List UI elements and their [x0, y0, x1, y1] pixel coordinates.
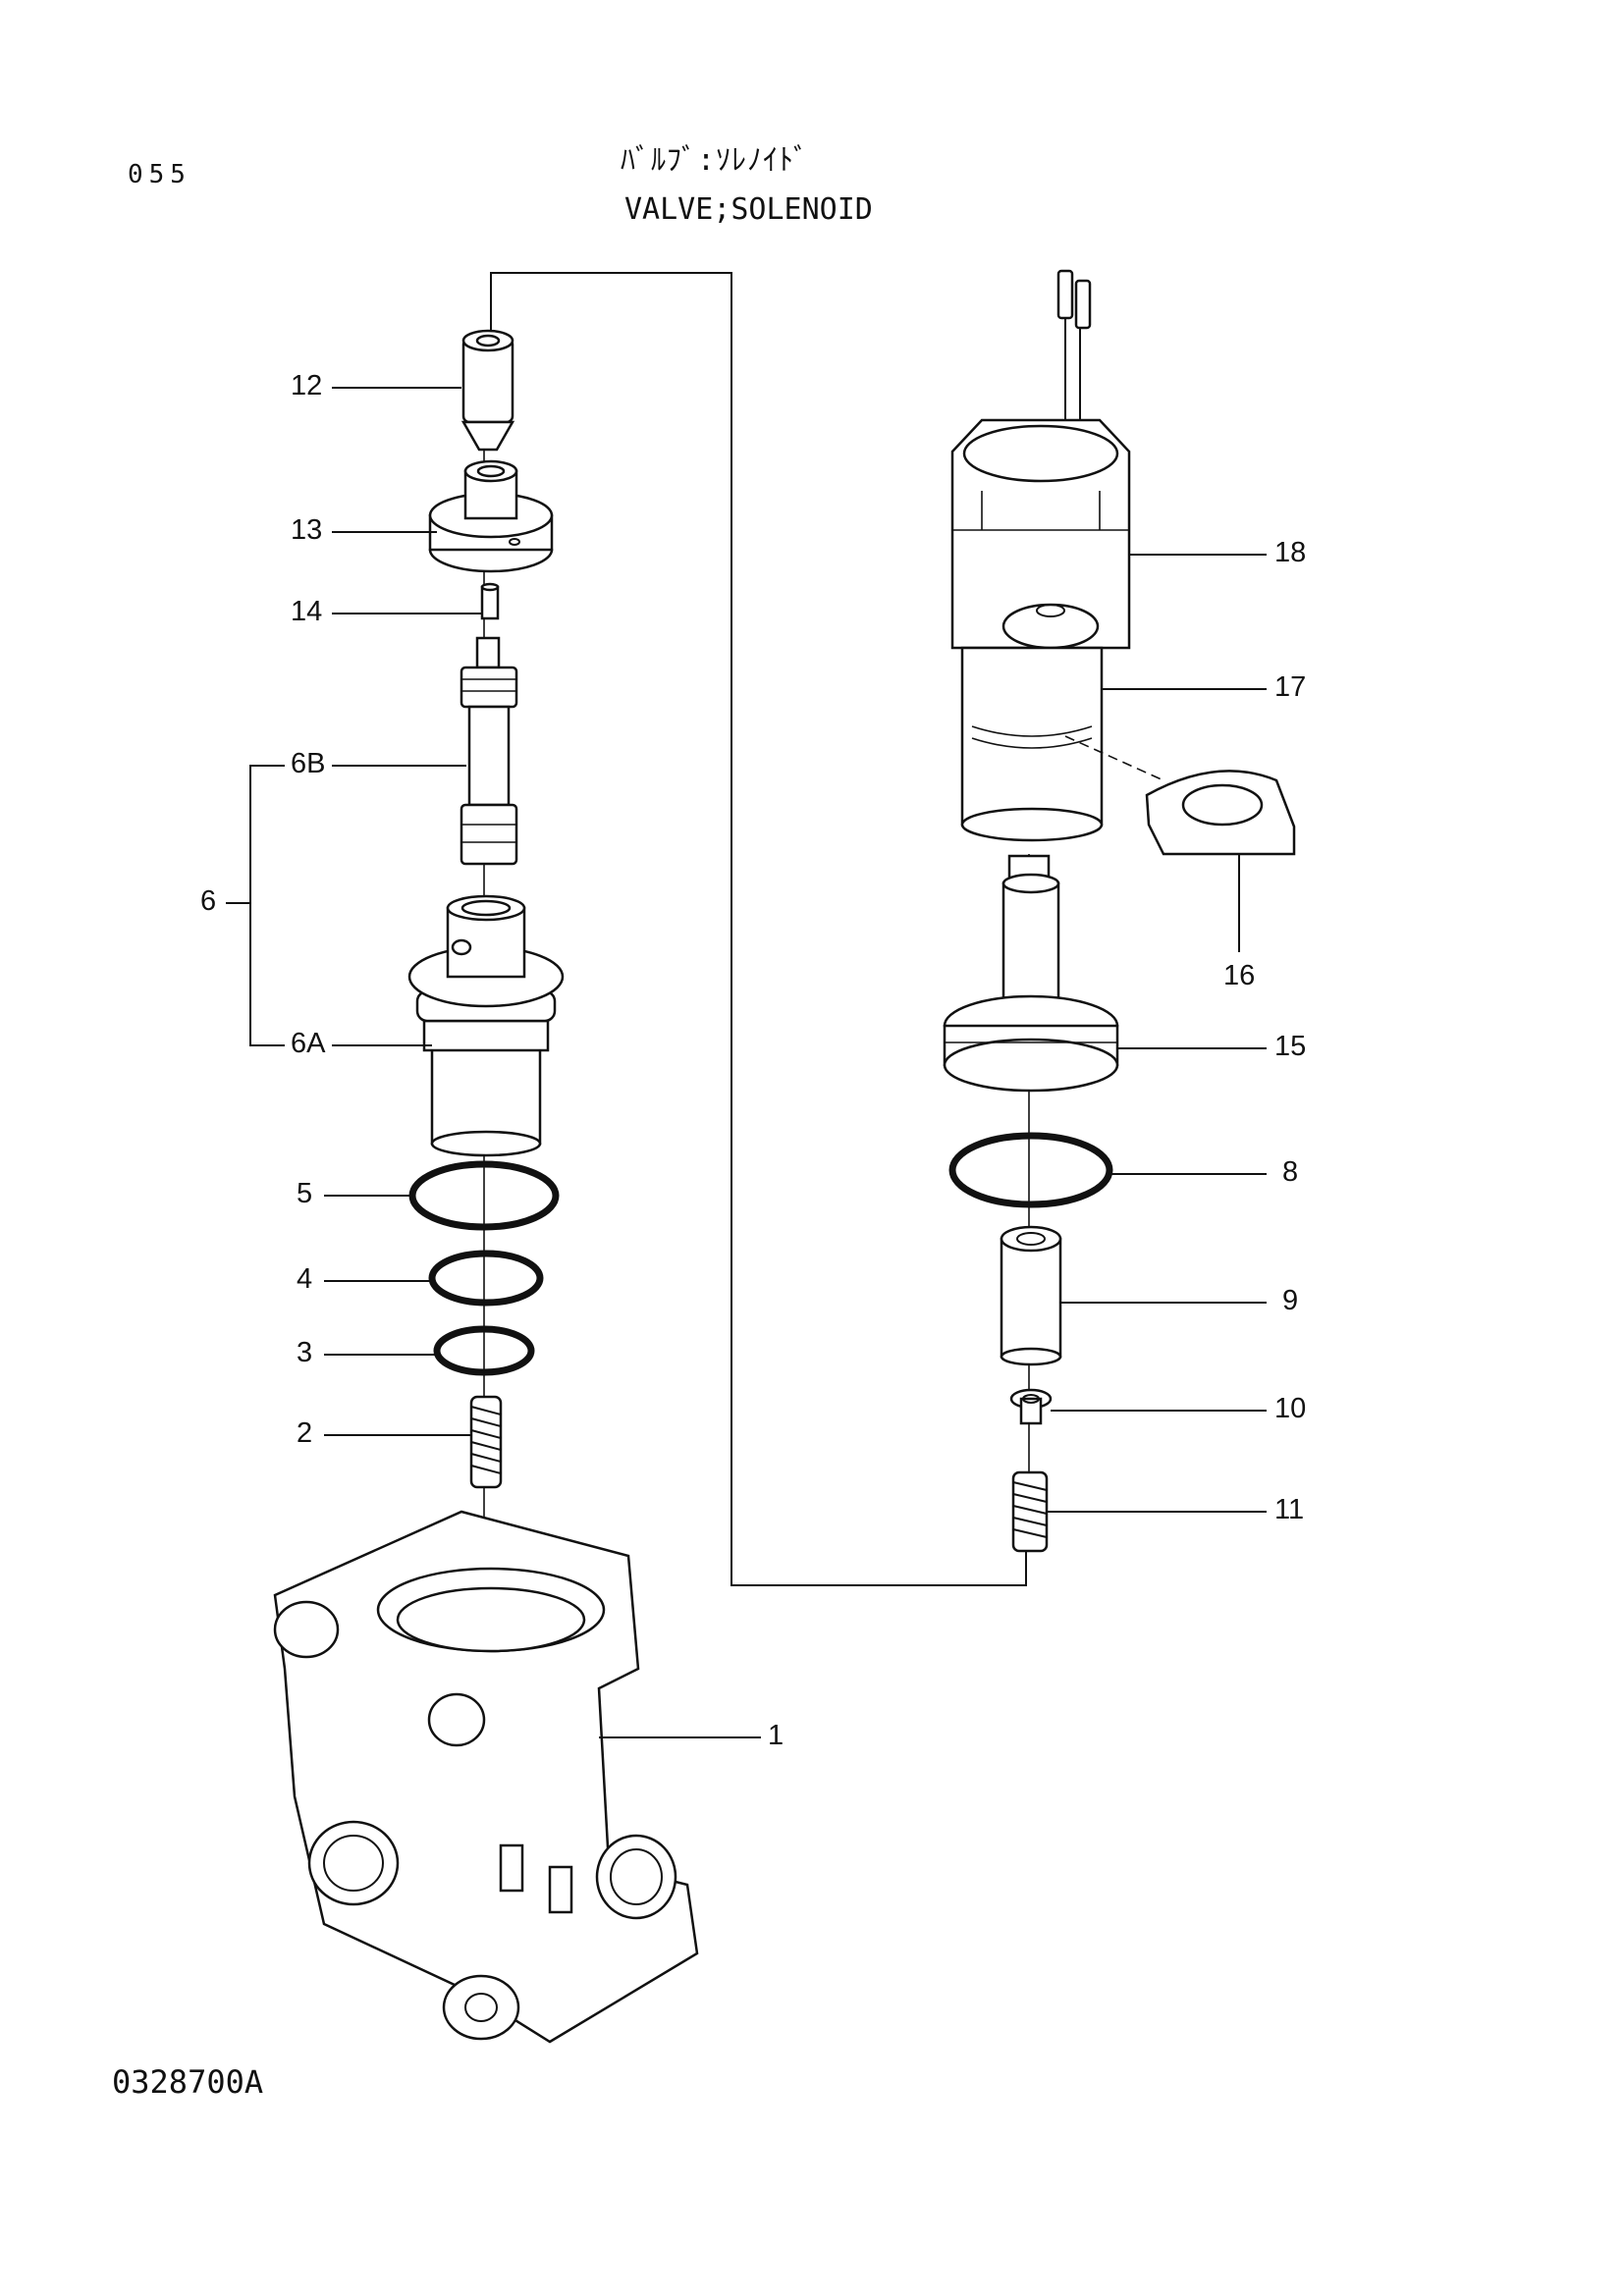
callout-5: 5 [297, 1178, 313, 1209]
part-9-cylinder [1000, 1225, 1062, 1366]
callout-14: 14 [291, 596, 323, 627]
callout-6: 6 [200, 885, 217, 917]
callout-3: 3 [297, 1337, 313, 1368]
part-8-o-ring [948, 1132, 1113, 1208]
part-6b-spool [460, 636, 518, 866]
title-english: VALVE;SOLENOID [624, 192, 873, 227]
callout-17: 17 [1274, 671, 1307, 703]
title-japanese: ﾊﾞﾙﾌﾞ:ｿﾚﾉｲﾄﾞ [621, 143, 810, 178]
part-15-sleeve [943, 854, 1119, 1093]
callout-4: 4 [297, 1263, 313, 1295]
part-6a-housing [407, 894, 565, 1157]
callout-12: 12 [291, 370, 323, 401]
callout-9: 9 [1282, 1285, 1299, 1316]
part-18-coil-nut [950, 269, 1131, 650]
callout-6b: 6B [291, 748, 326, 779]
callout-11: 11 [1274, 1494, 1305, 1525]
part-10-fitting [1009, 1388, 1053, 1425]
part-17-coil [960, 646, 1104, 842]
callout-8: 8 [1282, 1156, 1299, 1188]
part-13-flange [428, 459, 554, 573]
figure-number: 0328700A [112, 2063, 264, 2101]
callout-10: 10 [1274, 1393, 1307, 1424]
callout-15: 15 [1274, 1031, 1307, 1062]
part-2-spring [469, 1395, 503, 1489]
part-12-pin [460, 329, 515, 452]
callout-18: 18 [1274, 537, 1307, 568]
callout-2: 2 [297, 1417, 313, 1449]
connection-line [490, 272, 1027, 1586]
part-3-o-ring [433, 1325, 535, 1376]
callout-16: 16 [1223, 960, 1256, 991]
page-number: 055 [128, 160, 191, 189]
part-4-o-ring [428, 1250, 544, 1307]
part-1-valve-body [273, 1510, 699, 2044]
part-16-washer [1064, 735, 1296, 856]
callout-1: 1 [768, 1720, 784, 1751]
part-11-spring [1011, 1470, 1049, 1553]
callout-13: 13 [291, 514, 323, 546]
leader-lines [226, 387, 1267, 1738]
callout-6a: 6A [291, 1028, 326, 1059]
part-14-small-pin [480, 582, 500, 620]
